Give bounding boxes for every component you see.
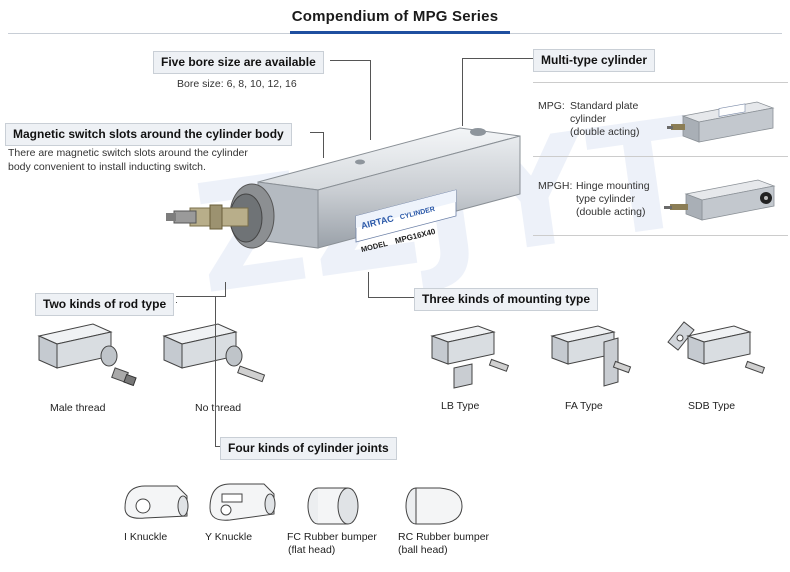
- mpg-line3: (double acting): [570, 126, 640, 138]
- mpgh-line1: Hinge mounting: [576, 180, 650, 192]
- page-title: Compendium of MPG Series: [291, 8, 499, 25]
- multitype-divider: [533, 156, 788, 157]
- joints-leader-h: [215, 446, 220, 447]
- title-accent-bar: [290, 31, 510, 34]
- multitype-leader-v: [462, 58, 463, 126]
- magnetic-leader-h: [310, 132, 324, 133]
- mpgh-cylinder-image: [664, 179, 776, 221]
- rod-label: Two kinds of rod type: [35, 293, 175, 316]
- main-cylinder-image: [166, 127, 521, 249]
- magnetic-leader-v: [323, 132, 324, 158]
- mount-caption-lb: LB Type: [441, 400, 480, 412]
- mpgh-line3: (double acting): [576, 206, 646, 218]
- mpg-prefix: MPG:: [538, 100, 565, 112]
- joint-caption-fc-2: (flat head): [288, 544, 336, 556]
- mpg-cylinder-image: [667, 101, 775, 143]
- joint-caption-i-1: I Knuckle: [124, 531, 168, 543]
- mount-caption-sdb: SDB Type: [688, 400, 736, 412]
- multitype-panel: [533, 82, 788, 236]
- rod-leader-h: [176, 296, 226, 297]
- mount-lb-image: [430, 325, 510, 389]
- rod-male-thread-image: [37, 323, 137, 387]
- joint-y-knuckle-image: [209, 483, 276, 521]
- mounting-leader-h: [368, 297, 414, 298]
- joint-caption-fc-1: FC Rubber bumper: [287, 531, 377, 543]
- joints-leader-v: [215, 296, 216, 447]
- mount-sdb-image: [667, 321, 766, 374]
- magnetic-text-2: body convenient to install inducting swi…: [8, 161, 206, 173]
- bore-leader-h: [330, 60, 370, 61]
- joint-rc-bumper-image: [405, 487, 463, 525]
- multitype-leader-h: [462, 58, 533, 59]
- bore-text: Bore size: 6, 8, 10, 12, 16: [177, 78, 297, 90]
- rod-caption-no-thread: No thread: [195, 402, 242, 414]
- mounting-label: Three kinds of mounting type: [414, 288, 599, 311]
- mpgh-prefix: MPGH:: [538, 180, 573, 192]
- multitype-label: Multi-type cylinder: [533, 49, 656, 72]
- rod-leader-v: [225, 282, 226, 297]
- bore-label: Five bore size are available: [153, 51, 324, 74]
- joint-caption-rc-1: RC Rubber bumper: [398, 531, 490, 543]
- mpg-line1: Standard plate: [570, 100, 639, 112]
- mpgh-line2: type cylinder: [576, 193, 635, 205]
- mounting-leader-v: [368, 272, 369, 298]
- joint-caption-rc-2: (ball head): [398, 544, 448, 556]
- magnetic-text-1: There are magnetic switch slots around t…: [8, 147, 248, 159]
- rod-leader-a: [176, 302, 177, 303]
- mpg-line2: cylinder: [570, 113, 607, 125]
- magnetic-label: Magnetic switch slots around the cylinde…: [5, 123, 292, 146]
- joints-label: Four kinds of cylinder joints: [220, 437, 397, 460]
- bore-leader-v: [370, 60, 371, 140]
- joint-fc-bumper-image: [307, 487, 359, 525]
- rod-caption-male: Male thread: [50, 402, 106, 414]
- mount-fa-image: [550, 325, 632, 387]
- rod-no-thread-image: [162, 323, 266, 383]
- joint-i-knuckle-image: [124, 485, 189, 519]
- joint-caption-y-1: Y Knuckle: [205, 531, 253, 543]
- mount-caption-fa: FA Type: [565, 400, 603, 412]
